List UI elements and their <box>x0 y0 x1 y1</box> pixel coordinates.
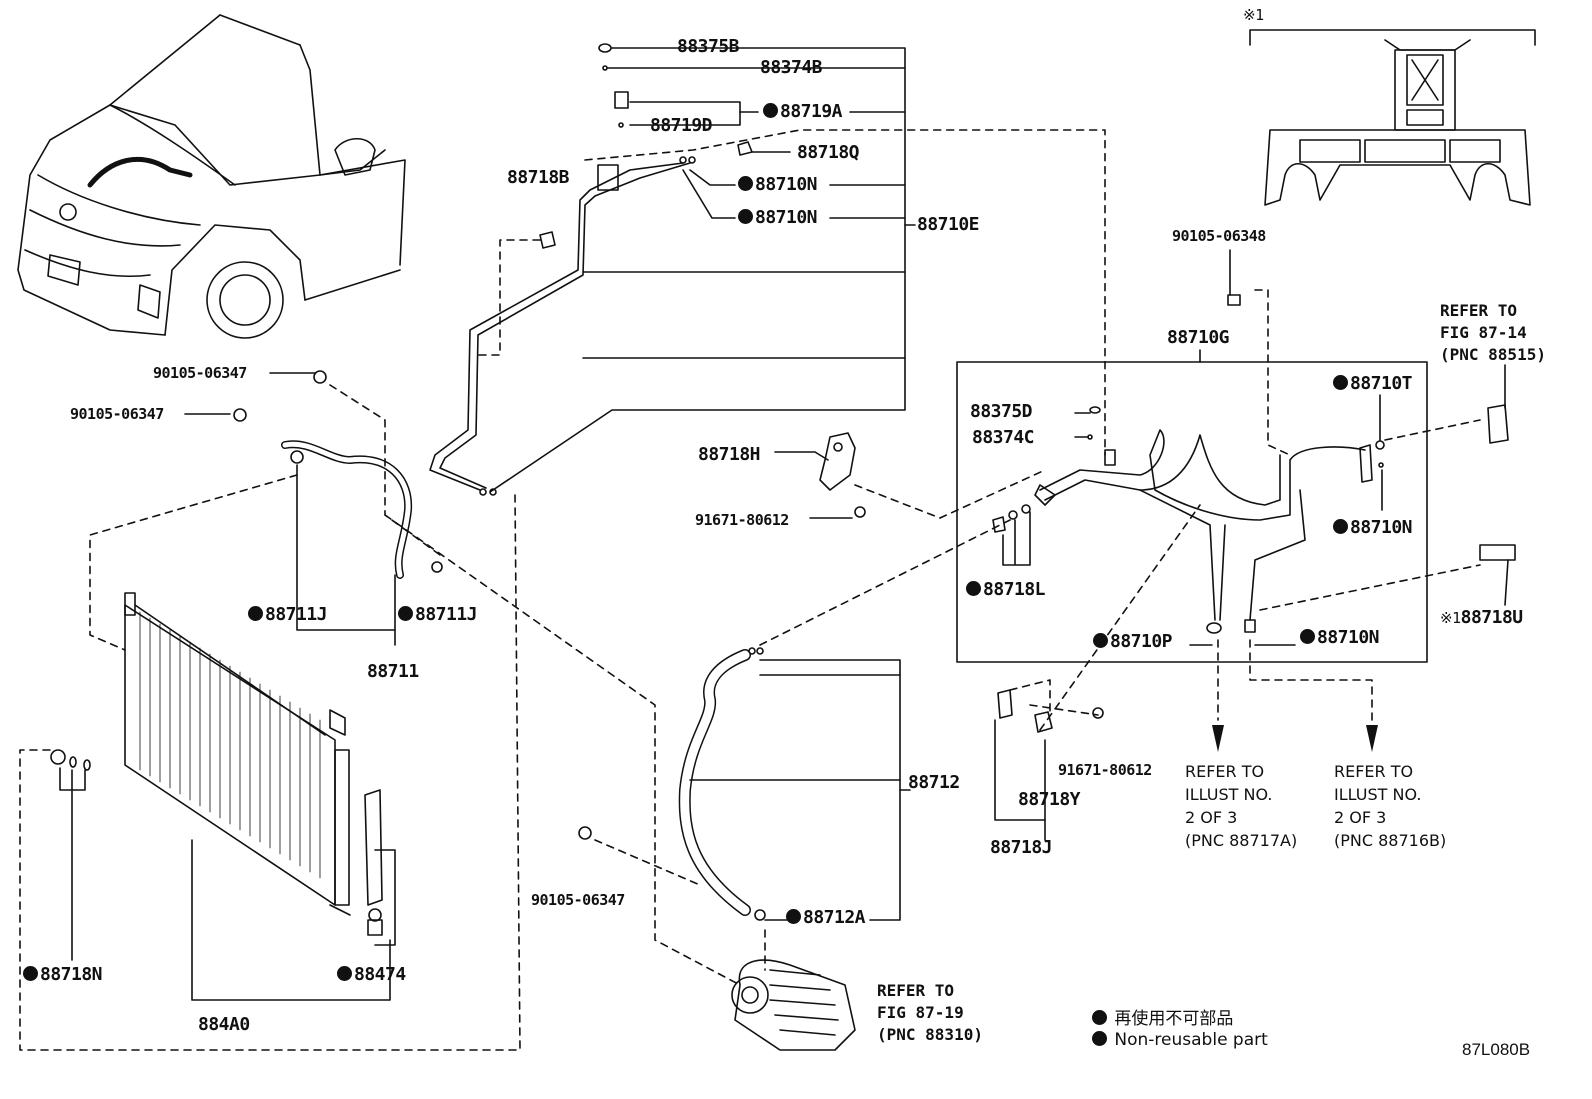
label-88718J: 88718J <box>990 837 1053 858</box>
non-reusable-bullet <box>738 209 753 224</box>
non-reusable-bullet <box>398 606 413 621</box>
label-88718B: 88718B <box>507 167 570 188</box>
88710G-frame <box>956 361 1428 663</box>
label-88710T: 88710T <box>1333 374 1413 394</box>
label-90105-06347-b: 90105-06347 <box>70 405 164 423</box>
label-91671-80612-b: 91671-80612 <box>1058 761 1152 779</box>
label-88719A: 88719A <box>763 102 843 122</box>
label-88374B: 88374B <box>760 57 823 78</box>
label-88711: 88711 <box>367 661 419 682</box>
label-88710P: 88710P <box>1093 632 1173 652</box>
label-88710N-b: 88710N <box>738 208 818 228</box>
hose-88711 <box>233 370 443 579</box>
non-reusable-bullet <box>763 103 778 118</box>
label-90105-06347-a: 90105-06347 <box>153 364 247 382</box>
compressor-illustration <box>731 959 856 1051</box>
non-reusable-bullet <box>966 581 981 596</box>
non-reusable-bullet <box>738 176 753 191</box>
ref-fig-87-19: REFER TO FIG 87-19 (PNC 88310) <box>877 981 983 1044</box>
label-88710N-a: 88710N <box>738 175 818 195</box>
label-88712: 88712 <box>908 772 960 793</box>
label-884A0: 884A0 <box>198 1014 250 1035</box>
label-88375D: 88375D <box>970 401 1033 422</box>
non-reusable-bullet <box>337 966 352 981</box>
label-88711J-a: 88711J <box>248 605 328 625</box>
label-88718H: 88718H <box>698 444 761 465</box>
label-88710N-d: 88710N <box>1300 628 1380 648</box>
label-91671-80612-a: 91671-80612 <box>695 511 789 529</box>
label-88710N-c: 88710N <box>1333 518 1413 538</box>
label-88375B: 88375B <box>677 36 740 57</box>
label-88710E: 88710E <box>917 214 980 235</box>
label-88710G: 88710G <box>1167 327 1230 348</box>
label-88718U: ※188718U <box>1440 607 1523 628</box>
non-reusable-bullet <box>1333 375 1348 390</box>
hose-88712 <box>578 647 766 921</box>
label-88711J-b: 88711J <box>398 605 478 625</box>
ref-illust-88717A: REFER TO ILLUST NO. 2 OF 3 (PNC 88717A) <box>1185 762 1298 850</box>
non-reusable-bullet <box>786 909 801 924</box>
label-90105-06347-c: 90105-06347 <box>531 891 625 909</box>
label-88718Q: 88718Q <box>797 142 860 163</box>
ref-fig-87-14: REFER TO FIG 87-14 (PNC 88515) <box>1440 301 1546 364</box>
label-88719D: 88719D <box>650 115 713 136</box>
tube-88710E <box>429 43 753 496</box>
label-88712A: 88712A <box>786 908 866 928</box>
dashed-lines <box>19 129 1481 1051</box>
non-reusable-bullet <box>1093 633 1108 648</box>
non-reusable-bullet <box>1333 519 1348 534</box>
non-reusable-bullet <box>248 606 263 621</box>
label-90105-06348: 90105-06348 <box>1172 227 1266 245</box>
condenser-illustration <box>50 592 383 936</box>
leader-lines <box>59 47 1509 1001</box>
note-mark-inset: ※1 <box>1243 6 1264 24</box>
non-reusable-bullet <box>1300 629 1315 644</box>
diagram-code: 87L080B <box>1462 1040 1531 1059</box>
ref-illust-88716B: REFER TO ILLUST NO. 2 OF 3 (PNC 88716B) <box>1334 762 1447 850</box>
vehicle-front-illustration <box>17 14 406 339</box>
label-88718L: 88718L <box>966 580 1046 600</box>
legend-jp: 再使用不可部品 <box>1092 1004 1233 1029</box>
non-reusable-bullet <box>1092 1010 1107 1025</box>
label-88718Y: 88718Y <box>1018 789 1081 810</box>
label-88374C: 88374C <box>972 427 1035 448</box>
label-88474: 88474 <box>337 965 406 985</box>
non-reusable-bullet <box>1092 1031 1107 1046</box>
down-arrows <box>1212 725 1378 752</box>
non-reusable-bullet <box>23 966 38 981</box>
bracket-illustrations <box>819 294 1516 733</box>
legend-en: Non-reusable part <box>1092 1030 1268 1050</box>
clamp-detail-inset <box>1249 29 1536 206</box>
label-88718N: 88718N <box>23 965 103 985</box>
pipe-88710G <box>992 406 1385 634</box>
